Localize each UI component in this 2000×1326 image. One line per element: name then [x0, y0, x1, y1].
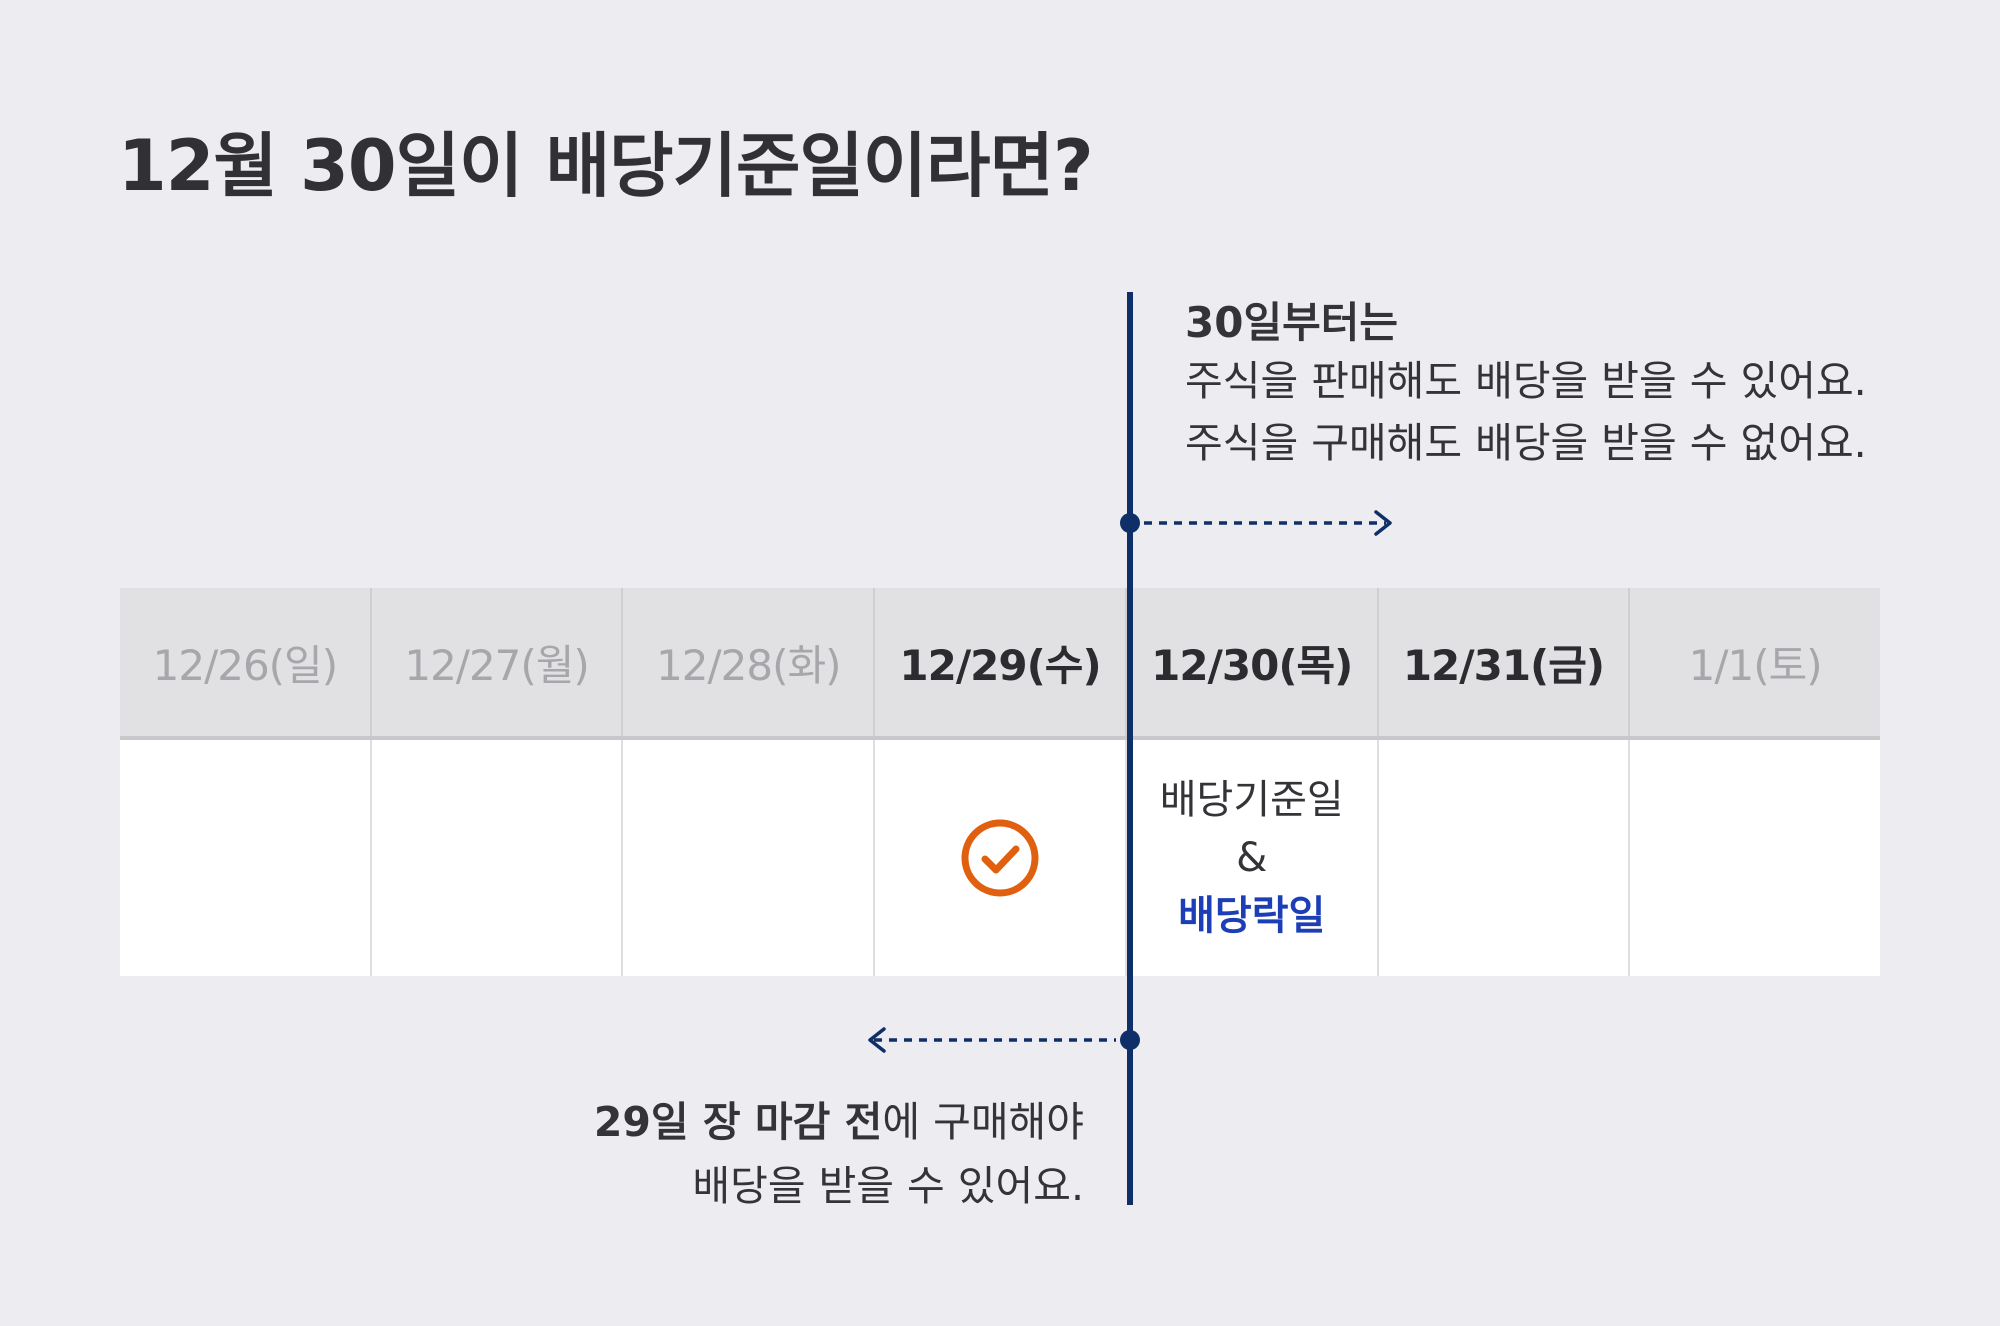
calendar-body-row: 배당기준일 & 배당락일 — [120, 740, 1880, 976]
after-note-heading: 30일부터는 — [1185, 298, 1399, 347]
page-title: 12월 30일이 배당기준일이라면? — [118, 125, 1094, 207]
before-note-emphasis: 29일 장 마감 전 — [593, 1098, 883, 1146]
day-cell-dec-31 — [1379, 740, 1631, 976]
day-cell-dec-29 — [875, 740, 1127, 976]
chevron-right-icon — [1374, 510, 1392, 536]
day-header-dec-29: 12/29(수) — [875, 588, 1127, 736]
after-note-buy-line: 주식을 구매해도 배당을 받을 수 없어요. — [1185, 419, 1867, 467]
timeline-dot-lower — [1120, 1030, 1140, 1050]
after-note-sell-line: 주식을 판매해도 배당을 받을 수 있어요. — [1185, 357, 1867, 405]
ampersand-label: & — [1236, 835, 1268, 881]
calendar-table: 12/26(일) 12/27(월) 12/28(화) 12/29(수) 12/3… — [120, 588, 1880, 976]
day-header-dec-27: 12/27(월) — [372, 588, 624, 736]
chevron-left-icon — [868, 1027, 886, 1053]
day-cell-dec-30: 배당기준일 & 배당락일 — [1127, 740, 1379, 976]
before-note-line1: 29일 장 마감 전에 구매해야 — [594, 1090, 1084, 1154]
day-header-dec-26: 12/26(일) — [120, 588, 372, 736]
before-note-line2: 배당을 받을 수 있어요. — [692, 1162, 1084, 1210]
day-header-dec-30: 12/30(목) — [1127, 588, 1379, 736]
day-header-dec-31: 12/31(금) — [1379, 588, 1631, 736]
ex-dividend-date-label: 배당락일 — [1178, 893, 1326, 939]
record-date-label: 배당기준일 — [1159, 777, 1344, 823]
before-note-rest: 에 구매해야 — [882, 1098, 1084, 1146]
day-header-dec-28: 12/28(화) — [623, 588, 876, 736]
day-cell-dec-28 — [623, 740, 876, 976]
day-header-jan-1: 1/1(토) — [1688, 640, 1823, 690]
check-circle-icon — [961, 819, 1039, 897]
calendar-header-row: 12/26(일) 12/27(월) 12/28(화) 12/29(수) 12/3… — [120, 588, 1880, 740]
after-record-date-note: 30일부터는 주식을 판매해도 배당을 받을 수 있어요. 주식을 구매해도 배… — [1185, 296, 1867, 474]
before-record-date-note: 29일 장 마감 전에 구매해야 배당을 받을 수 있어요. — [594, 1090, 1084, 1218]
day-cell-dec-27 — [372, 740, 624, 976]
timeline-dot-upper — [1120, 513, 1140, 533]
day-cell-dec-26 — [120, 740, 372, 976]
